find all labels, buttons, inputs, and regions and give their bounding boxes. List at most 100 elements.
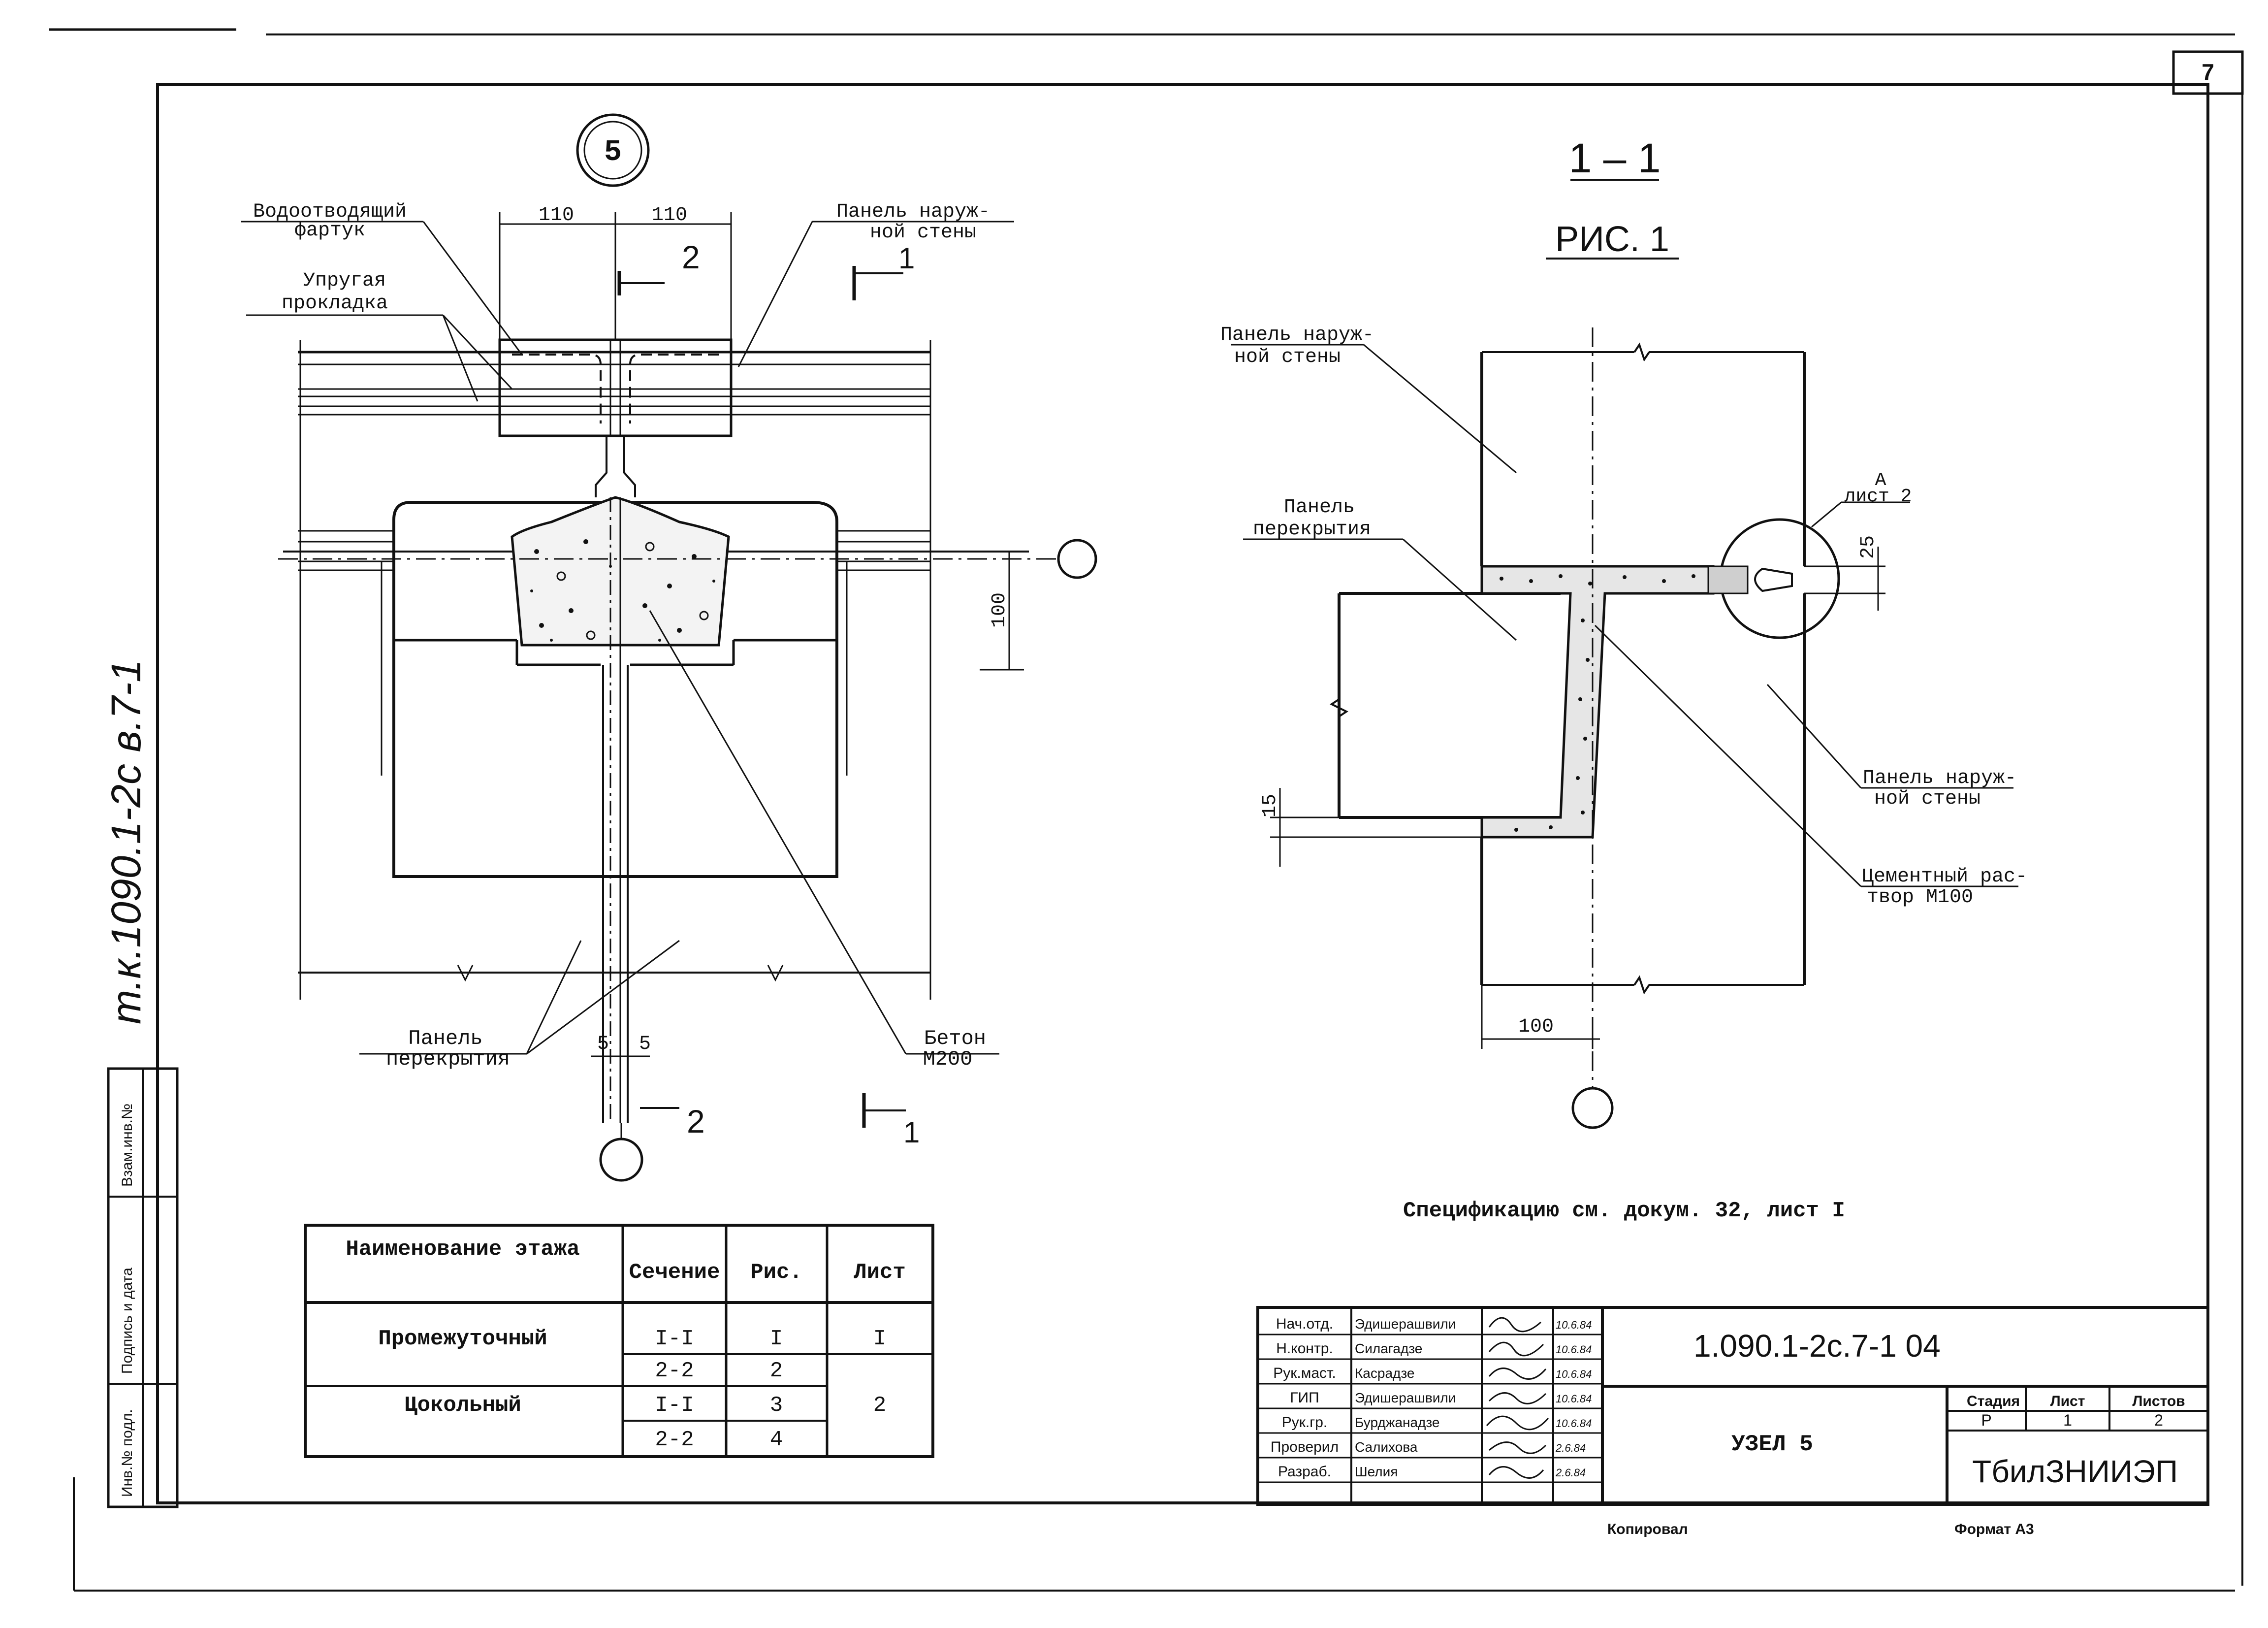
table-header-figure: Рис. — [750, 1260, 802, 1285]
table-row-2-figure-a: 3 — [770, 1393, 783, 1418]
label-concrete-2: М200 — [923, 1047, 973, 1071]
table-header-sheet: Лист — [854, 1260, 906, 1285]
label-outer-panel-node-2: ной стены — [870, 222, 976, 244]
signer-name: Бурджанадзе — [1355, 1415, 1439, 1430]
signer-date: 10.6.84 — [1556, 1393, 1592, 1405]
sheet-frame — [49, 28, 2244, 1592]
strip-label-replace: Взам.инв.№ — [119, 1104, 135, 1187]
stage-header-sheet: Лист — [2050, 1393, 2085, 1409]
title-block — [1256, 1306, 2209, 1506]
stage-value-sheet: 1 — [2063, 1411, 2072, 1429]
label-floor-panel-sec-1: Панель — [1284, 496, 1355, 519]
table-row-2-figure-b: 4 — [770, 1428, 783, 1452]
signer-date: 10.6.84 — [1556, 1319, 1592, 1331]
signer-date: 10.6.84 — [1556, 1417, 1592, 1430]
label-apron-1: Водоотводящий — [253, 201, 407, 223]
signer-name: Салихова — [1355, 1439, 1418, 1455]
table-row-2-section-a: I-I — [655, 1393, 694, 1418]
label-apron-2: фартук — [294, 220, 365, 242]
signature-scribble — [1488, 1341, 1544, 1357]
label-mortar-1: Цементный рас- — [1862, 866, 2027, 888]
callout-letter: А — [1875, 470, 1886, 491]
dim-110-right: 110 — [652, 204, 687, 227]
stage-value-stage: Р — [1981, 1411, 1991, 1429]
table-row-2-floor: Цокольный — [404, 1393, 521, 1418]
page-number: 7 — [2202, 59, 2214, 85]
signature-scribble — [1489, 1441, 1547, 1454]
table-row-1-section-a: I-I — [655, 1327, 694, 1351]
signer-date: 10.6.84 — [1556, 1343, 1592, 1356]
table-row-1-sheet: I — [873, 1327, 886, 1351]
label-floor-panel-sec-2: перекрытия — [1253, 519, 1371, 541]
dim-100-node: 100 — [989, 592, 1011, 628]
stage-header-sheets: Листов — [2132, 1393, 2185, 1409]
signature-scribble — [1486, 1415, 1549, 1431]
label-outer-panel-right-1: Панель наруж- — [1863, 767, 2016, 789]
table-row-1-section-b: 2-2 — [655, 1359, 694, 1383]
section-mark-2-bottom: 2 — [687, 1103, 705, 1140]
signer-date: 10.6.84 — [1556, 1368, 1592, 1380]
table-header-floor: Наименование этажа — [346, 1237, 579, 1262]
table-row-2-sheet: 2 — [873, 1393, 886, 1418]
section-1-1-view — [1231, 179, 2018, 1129]
label-mortar-2: твор М100 — [1867, 886, 1973, 909]
stage-header-stage: Стадия — [1967, 1393, 2020, 1409]
node-number-circle — [576, 113, 650, 187]
signature-scribble — [1488, 1392, 1547, 1404]
signer-role: Н.контр. — [1276, 1340, 1333, 1357]
strip-label-inv: Инв.№ подл. — [119, 1409, 135, 1497]
label-floor-panel-node-1: Панель — [408, 1027, 482, 1050]
section-mark-2-top: 2 — [682, 239, 700, 275]
format-label: Формат А3 — [1954, 1521, 2034, 1537]
signer-name: Касрадзе — [1355, 1366, 1414, 1381]
label-concrete-1: Бетон — [924, 1027, 986, 1050]
stage-value-sheets: 2 — [2154, 1411, 2163, 1429]
strip-label-sign: Подпись и дата — [119, 1268, 135, 1374]
section-mark-1-top: 1 — [898, 242, 915, 275]
organization: ТбилЗНИИЭП — [1972, 1454, 2178, 1489]
section-title: 1 – 1 — [1569, 135, 1661, 181]
label-floor-panel-node-2: перекрытия — [386, 1047, 510, 1071]
signer-role: Рук.маст. — [1273, 1365, 1336, 1381]
dim-110-left: 110 — [539, 204, 574, 227]
label-gasket-2: прокладка — [282, 293, 388, 315]
signer-role: Нач.отд. — [1276, 1316, 1333, 1332]
signer-role: Проверил — [1271, 1439, 1339, 1455]
label-outer-panel-right-2: ной стены — [1874, 788, 1981, 810]
mortar-hatching — [1500, 574, 1695, 832]
dim-5-right: 5 — [639, 1033, 651, 1055]
spec-note: Спецификацию см. докум. 32, лист I — [1403, 1199, 1845, 1223]
label-gasket-1: Упругая — [303, 270, 386, 292]
dim-25: 25 — [1857, 535, 1880, 559]
table-header-section: Сечение — [629, 1260, 720, 1285]
signer-date: 2.6.84 — [1555, 1442, 1586, 1454]
signer-name: Шелия — [1355, 1464, 1398, 1479]
signer-date: 2.6.84 — [1555, 1466, 1586, 1479]
binding-strip — [107, 1067, 179, 1508]
signature-scribble — [1488, 1466, 1544, 1479]
dim-5-left: 5 — [597, 1033, 609, 1055]
drawing-code: 1.090.1-2с.7-1 04 — [1693, 1328, 1941, 1364]
table-row-1-figure-a: I — [770, 1327, 783, 1351]
table-row-1-floor: Промежуточный — [378, 1327, 547, 1351]
floors-table — [304, 1224, 934, 1458]
node-5-view — [241, 113, 1097, 1182]
title-block-signers: Нач.отд. Эдишерашвили 10.6.84 Н.контр. С… — [1271, 1316, 1592, 1480]
label-outer-panel-top-2: ной стены — [1234, 346, 1341, 368]
section-mark-1-bottom: 1 — [903, 1116, 920, 1149]
dim-15: 15 — [1259, 794, 1281, 817]
drawing-title: УЗЕЛ 5 — [1731, 1432, 1813, 1457]
callout-sheet: лист 2 — [1845, 486, 1912, 507]
dim-100-section: 100 — [1518, 1016, 1554, 1038]
side-note: т.к.1090.1-2с в.7-1 — [103, 659, 149, 1024]
signature-scribble — [1488, 1368, 1547, 1380]
table-row-2-section-b: 2-2 — [655, 1428, 694, 1452]
signer-name: Силагадзе — [1355, 1341, 1422, 1356]
copied-label: Копировал — [1607, 1521, 1688, 1537]
section-subtitle: РИС. 1 — [1555, 220, 1669, 259]
signer-role: ГИП — [1290, 1390, 1319, 1406]
label-outer-panel-top-1: Панель наруж- — [1220, 324, 1374, 346]
signer-role: Разраб. — [1278, 1464, 1331, 1480]
signer-name: Эдишерашвили — [1355, 1390, 1456, 1405]
